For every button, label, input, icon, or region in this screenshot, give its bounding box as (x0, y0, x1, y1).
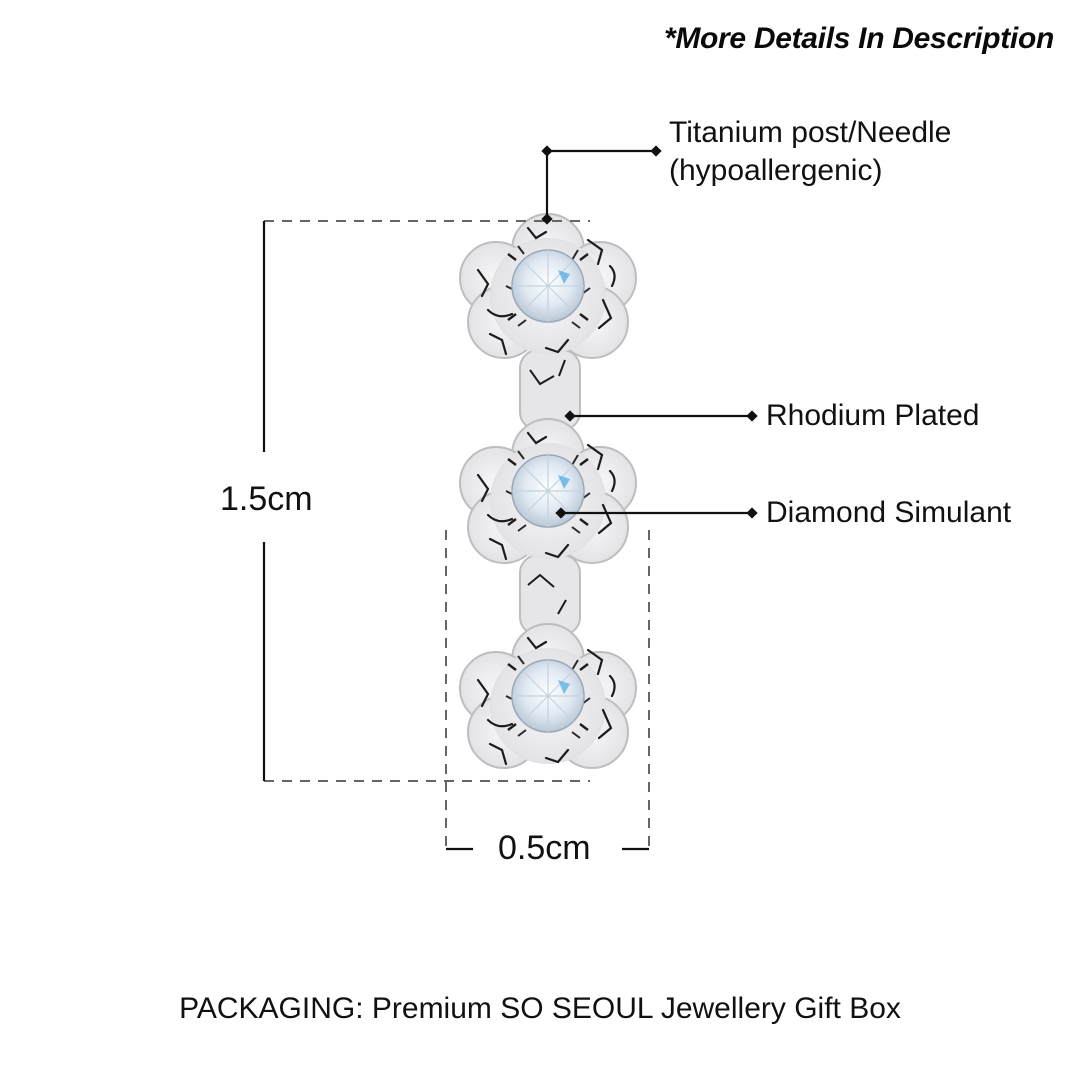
titanium-post-label-line1: Titanium post/Needle (669, 116, 952, 149)
more-details-note: *More Details In Description (663, 22, 1054, 55)
leader-dot-icon (746, 507, 758, 519)
leader-dot-icon (541, 145, 553, 157)
packaging-note: PACKAGING: Premium SO SEOUL Jewellery Gi… (179, 992, 901, 1025)
titanium-post-label: Titanium post/Needle (hypoallergenic) (669, 114, 951, 190)
post-leader-line (545, 149, 656, 219)
leader-dot-icon (541, 213, 553, 225)
flower-bottom (458, 622, 638, 770)
diamond-simulant-label: Diamond Simulant (766, 496, 1012, 529)
leader-dot-icon (650, 145, 662, 157)
leader-dot-icon (564, 410, 576, 422)
rhodium-plated-label: Rhodium Plated (766, 399, 980, 432)
leader-dot-icon (555, 507, 567, 519)
height-dimension-label: 1.5cm (220, 480, 313, 518)
width-dimension-label: 0.5cm (498, 829, 591, 867)
leader-dot-icon (746, 410, 758, 422)
flower-middle (458, 417, 638, 565)
flower-top (458, 212, 638, 360)
titanium-post-label-line2: (hypoallergenic) (669, 154, 883, 187)
